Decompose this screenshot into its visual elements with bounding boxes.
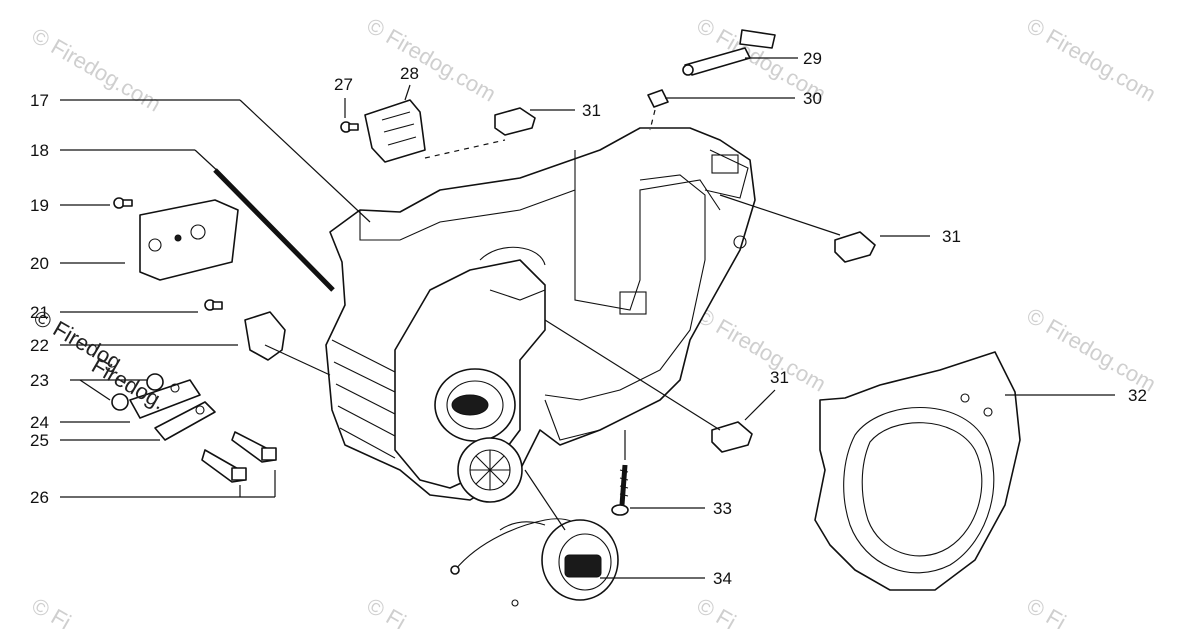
callout-29: 29 (803, 49, 822, 68)
screw-part-19 (113, 197, 133, 209)
callout-31-bottom: 31 (770, 368, 789, 387)
bar-plate-part-20 (139, 199, 239, 281)
callout-19: 19 (30, 196, 49, 215)
callout-20: 20 (30, 254, 49, 273)
watermark-text: © Firedog.com (1023, 303, 1161, 397)
tensioner-parts-23-24 (111, 373, 216, 441)
callout-24: 24 (30, 413, 49, 432)
watermark-text: © Fi (28, 593, 76, 629)
callout-31-right: 31 (942, 227, 961, 246)
callout-17: 17 (30, 91, 49, 110)
screw-part-21 (204, 299, 223, 311)
callout-22: 22 (30, 336, 49, 355)
watermark-text: © Fi (363, 593, 411, 629)
callout-labels: 17 18 19 20 21 22 23 24 25 26 27 28 29 3… (30, 49, 1147, 588)
assembly-dash-line (649, 109, 656, 131)
starter-pulley-part-34 (450, 518, 619, 607)
callout-30: 30 (803, 89, 822, 108)
callout-23: 23 (30, 371, 49, 390)
flywheel-cover-part-32 (814, 351, 1021, 591)
watermark-text: © Firedog.com (363, 13, 501, 107)
nut-part-30 (647, 89, 669, 108)
watermark-text: © Fi (1023, 593, 1071, 629)
screw-part-27 (340, 121, 359, 133)
bolt-part-26b (201, 449, 247, 483)
callout-34: 34 (713, 569, 732, 588)
clip-part-31b (834, 231, 876, 263)
cover-block-part-28 (364, 99, 426, 163)
clip-part-31a (494, 107, 536, 136)
watermark-text: © Fi (693, 593, 741, 629)
bolt-part-26a (231, 431, 277, 463)
rod-part-18 (213, 168, 335, 292)
clip-part-31c (711, 421, 753, 453)
watermark-text: © Firedog.com (693, 303, 831, 397)
screw-part-33 (611, 464, 629, 516)
callout-33: 33 (713, 499, 732, 518)
assembly-dash-line (424, 139, 506, 159)
callout-18: 18 (30, 141, 49, 160)
callout-26: 26 (30, 488, 49, 507)
bracket-part-22 (244, 311, 286, 361)
callout-25: 25 (30, 431, 49, 450)
leader-lines (60, 57, 1115, 579)
callout-27: 27 (334, 75, 353, 94)
crankcase-housing (325, 127, 756, 503)
callout-28: 28 (400, 64, 419, 83)
callout-31-top: 31 (582, 101, 601, 120)
callout-32: 32 (1128, 386, 1147, 405)
watermark-text: © Firedog.com (1023, 13, 1161, 107)
callout-21: 21 (30, 303, 49, 322)
prominent-watermark: © Firedog Firedog. (30, 305, 170, 415)
